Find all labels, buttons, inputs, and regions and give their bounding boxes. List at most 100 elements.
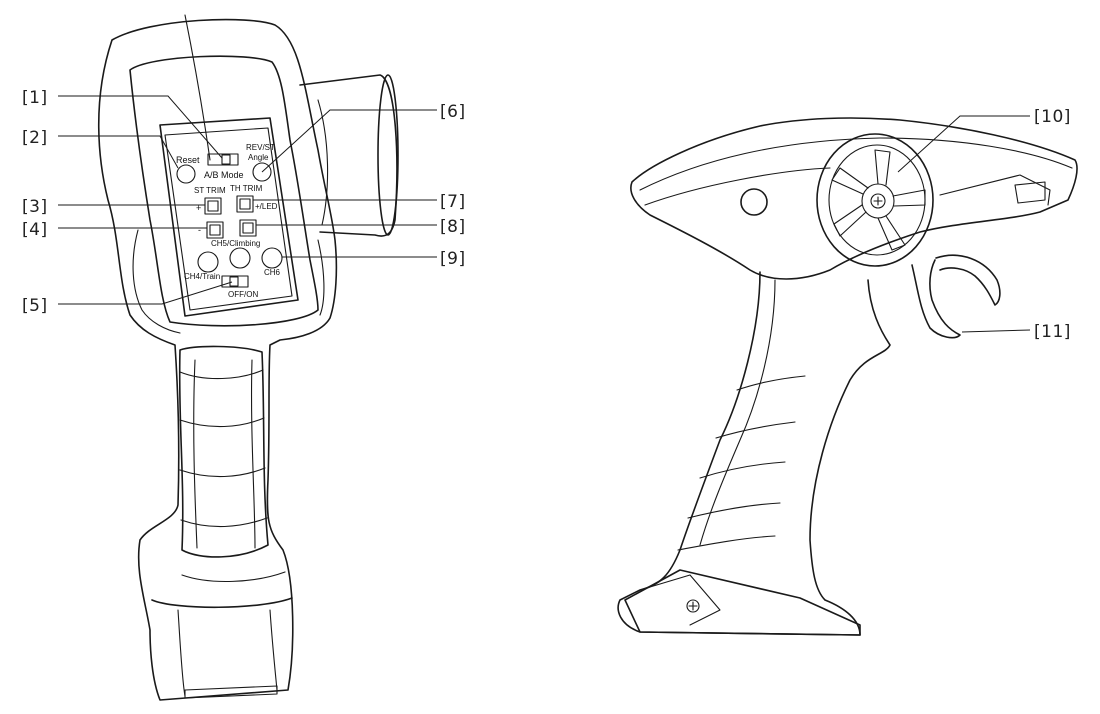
- callout-11: [11]: [1034, 322, 1071, 342]
- leader-2: [58, 135, 179, 169]
- wheel-spoke-3: [877, 215, 906, 251]
- panel-label-off-on: OFF/ON: [228, 290, 258, 299]
- front-outer-housing: [97, 18, 338, 701]
- callout-labels: [1] [2] [3] [4] [5] [6] [7] [8] [9] [10]…: [22, 88, 1071, 342]
- leader-10: [897, 115, 1030, 173]
- callout-7: [7]: [440, 192, 466, 212]
- callout-1: [1]: [22, 88, 48, 108]
- grip-ridge-4: [179, 369, 264, 380]
- panel-label-reset: Reset: [176, 155, 200, 165]
- reset-button[interactable]: [176, 164, 196, 184]
- callout-2: [2]: [22, 128, 48, 148]
- callout-5: [5]: [22, 296, 48, 316]
- panel-label-ch5: CH5/Climbing: [211, 239, 260, 248]
- power-switch-knob: [229, 276, 239, 287]
- front-base: [151, 597, 293, 609]
- control-panel-inner: [164, 127, 293, 311]
- front-grip: [178, 345, 269, 558]
- ch6-button[interactable]: [261, 247, 283, 269]
- ch5-climbing-button[interactable]: [229, 247, 251, 269]
- callout-6: [6]: [440, 102, 466, 122]
- handle-ridge-4: [687, 502, 781, 519]
- wheel-shaft-edge: [317, 99, 329, 226]
- panel-label-ch6: CH6: [264, 268, 281, 277]
- grip-ridge-2: [179, 467, 266, 478]
- side-base-facet: [639, 574, 721, 626]
- side-upper-body: [630, 117, 1078, 280]
- grip-ridge-1: [179, 417, 265, 428]
- st-trim-plus-button[interactable]: [204, 197, 222, 215]
- front-top-seam: [184, 14, 211, 161]
- front-lower-right-panel: [317, 239, 325, 316]
- th-trim-minus-inner: [242, 222, 254, 234]
- handle-ridge-1: [736, 375, 806, 391]
- panel-label-led: +/LED: [255, 202, 278, 211]
- side-antenna-slot: [1014, 181, 1046, 204]
- leader-6: [261, 109, 437, 173]
- side-wheel-rim: [828, 144, 926, 256]
- grip-edge-left: [193, 359, 198, 549]
- wheel-spoke-2: [892, 189, 926, 207]
- wheel-spoke-4: [833, 204, 867, 237]
- callout-9: [9]: [440, 249, 466, 269]
- grip-ridge-5: [181, 571, 286, 583]
- callout-4: [4]: [22, 220, 48, 240]
- control-panel: [159, 117, 299, 317]
- grip-ridge-3: [180, 517, 268, 528]
- side-front-scoop: [939, 174, 1051, 206]
- leader-5: [58, 281, 233, 305]
- wheel-spoke-5: [831, 167, 869, 195]
- front-lower-left-panel: [132, 229, 181, 334]
- ab-mode-switch-knob: [221, 154, 231, 165]
- st-trim-plus-inner: [207, 200, 219, 212]
- callout-10: [10]: [1034, 107, 1071, 127]
- base-foot: [184, 685, 278, 699]
- side-trigger[interactable]: [911, 259, 961, 339]
- st-trim-minus-inner: [209, 224, 221, 236]
- grip-edge-right: [250, 359, 256, 549]
- base-edge-left: [177, 609, 186, 697]
- steering-wheel-side: [299, 74, 398, 237]
- panel-label-rev-st: REV/ST: [246, 143, 275, 152]
- wheel-screw-cross: [873, 196, 883, 206]
- th-trim-minus-button[interactable]: [239, 219, 257, 237]
- front-face-bezel: [129, 55, 319, 327]
- base-edge-right: [269, 609, 278, 691]
- side-round-button[interactable]: [740, 188, 768, 216]
- callout-3: [3]: [22, 197, 48, 217]
- leader-11: [961, 329, 1031, 333]
- panel-label-ab-mode: A/B Mode: [204, 170, 244, 180]
- ch4-train-button[interactable]: [197, 251, 219, 273]
- transmitter-side-view: [617, 115, 1078, 636]
- side-wheel-outer[interactable]: [816, 133, 934, 267]
- side-base-screw: [686, 599, 700, 613]
- st-trim-minus-button[interactable]: [206, 221, 224, 239]
- side-mid-edge: [644, 167, 831, 206]
- transmitter-front-view: Reset A/B Mode REV/ST Angle ST TRIM TH T…: [58, 14, 437, 701]
- ab-mode-switch[interactable]: [207, 153, 239, 166]
- side-top-edge: [639, 137, 1073, 191]
- steering-wheel-rim: [377, 74, 399, 236]
- panel-label-ch4: CH4/Train: [184, 272, 220, 281]
- handle-ridge-3: [699, 461, 786, 479]
- wheel-spoke-1: [874, 149, 891, 186]
- panel-label-angle: Angle: [248, 153, 269, 162]
- th-trim-plus-inner: [239, 198, 251, 210]
- side-wheel-center-screw: [870, 193, 886, 209]
- base-screw-cross: [688, 601, 698, 611]
- power-switch[interactable]: [221, 275, 249, 288]
- th-trim-plus-button[interactable]: [236, 195, 254, 213]
- side-trigger-guard: [935, 254, 1001, 306]
- panel-label-plus: +: [196, 203, 201, 213]
- side-handle-inner: [699, 279, 776, 546]
- side-handle: [617, 271, 891, 636]
- callout-8: [8]: [440, 217, 466, 237]
- panel-label-th-trim: TH TRIM: [230, 184, 263, 193]
- angle-button[interactable]: [252, 162, 272, 182]
- panel-label-st-trim: ST TRIM: [194, 186, 226, 195]
- side-base: [624, 569, 861, 636]
- handle-ridge-2: [715, 421, 796, 439]
- leader-1: [58, 95, 223, 159]
